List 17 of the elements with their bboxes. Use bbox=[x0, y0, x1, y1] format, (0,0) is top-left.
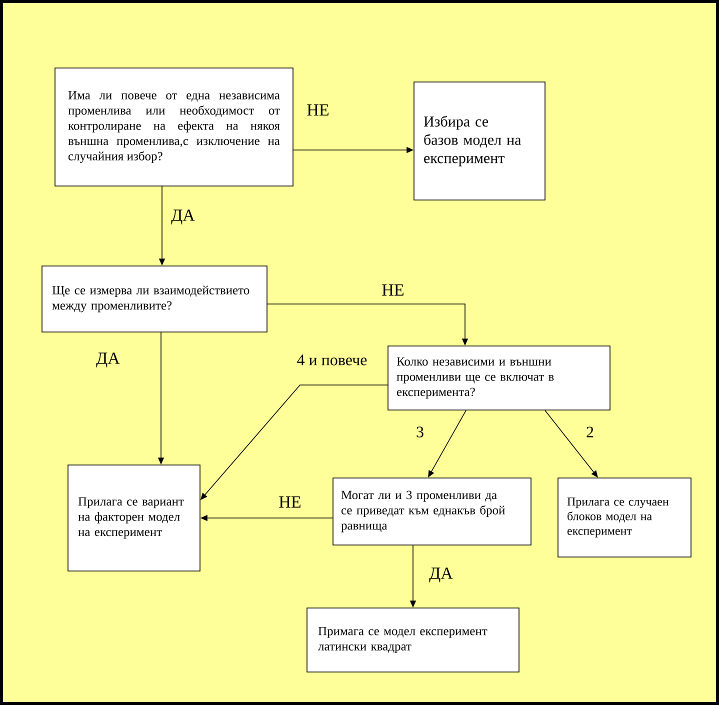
edge-label: НЕ bbox=[278, 495, 302, 509]
edge-label: 3 bbox=[415, 426, 425, 438]
edge-label: 2 bbox=[585, 426, 595, 438]
edge-label: ДА bbox=[95, 352, 121, 368]
edge-label: ДА bbox=[170, 208, 196, 226]
process-box: Прилага се вариант на факторен модел на експеримент bbox=[68, 464, 200, 572]
process-box: Избира се базов модел на експеримент bbox=[414, 82, 546, 200]
process-box: Примага се модел експеримент латински квадрат bbox=[306, 608, 520, 672]
edge-label: 4 и повече bbox=[296, 354, 368, 366]
process-box: Прилага се случаен блоков модел на експеримент bbox=[558, 478, 692, 558]
edge-label: НЕ bbox=[306, 103, 330, 117]
edge-label: ДА bbox=[428, 566, 454, 584]
edge-label: НЕ bbox=[380, 283, 406, 297]
process-box: Има ли повече от една независима променлива или необходимост от контролиране на ефекта на някоя външна променлива,с изключение на случайния избор? bbox=[54, 68, 294, 186]
process-box: Могат ли и 3 променливи да се приведат към еднакъв брой равнища bbox=[332, 478, 532, 546]
process-box: Колко независими и външни променливи ще се включат в експеримента? bbox=[388, 346, 610, 410]
process-box: Ще се измерва ли взаимодействието между променливите? bbox=[42, 266, 268, 332]
